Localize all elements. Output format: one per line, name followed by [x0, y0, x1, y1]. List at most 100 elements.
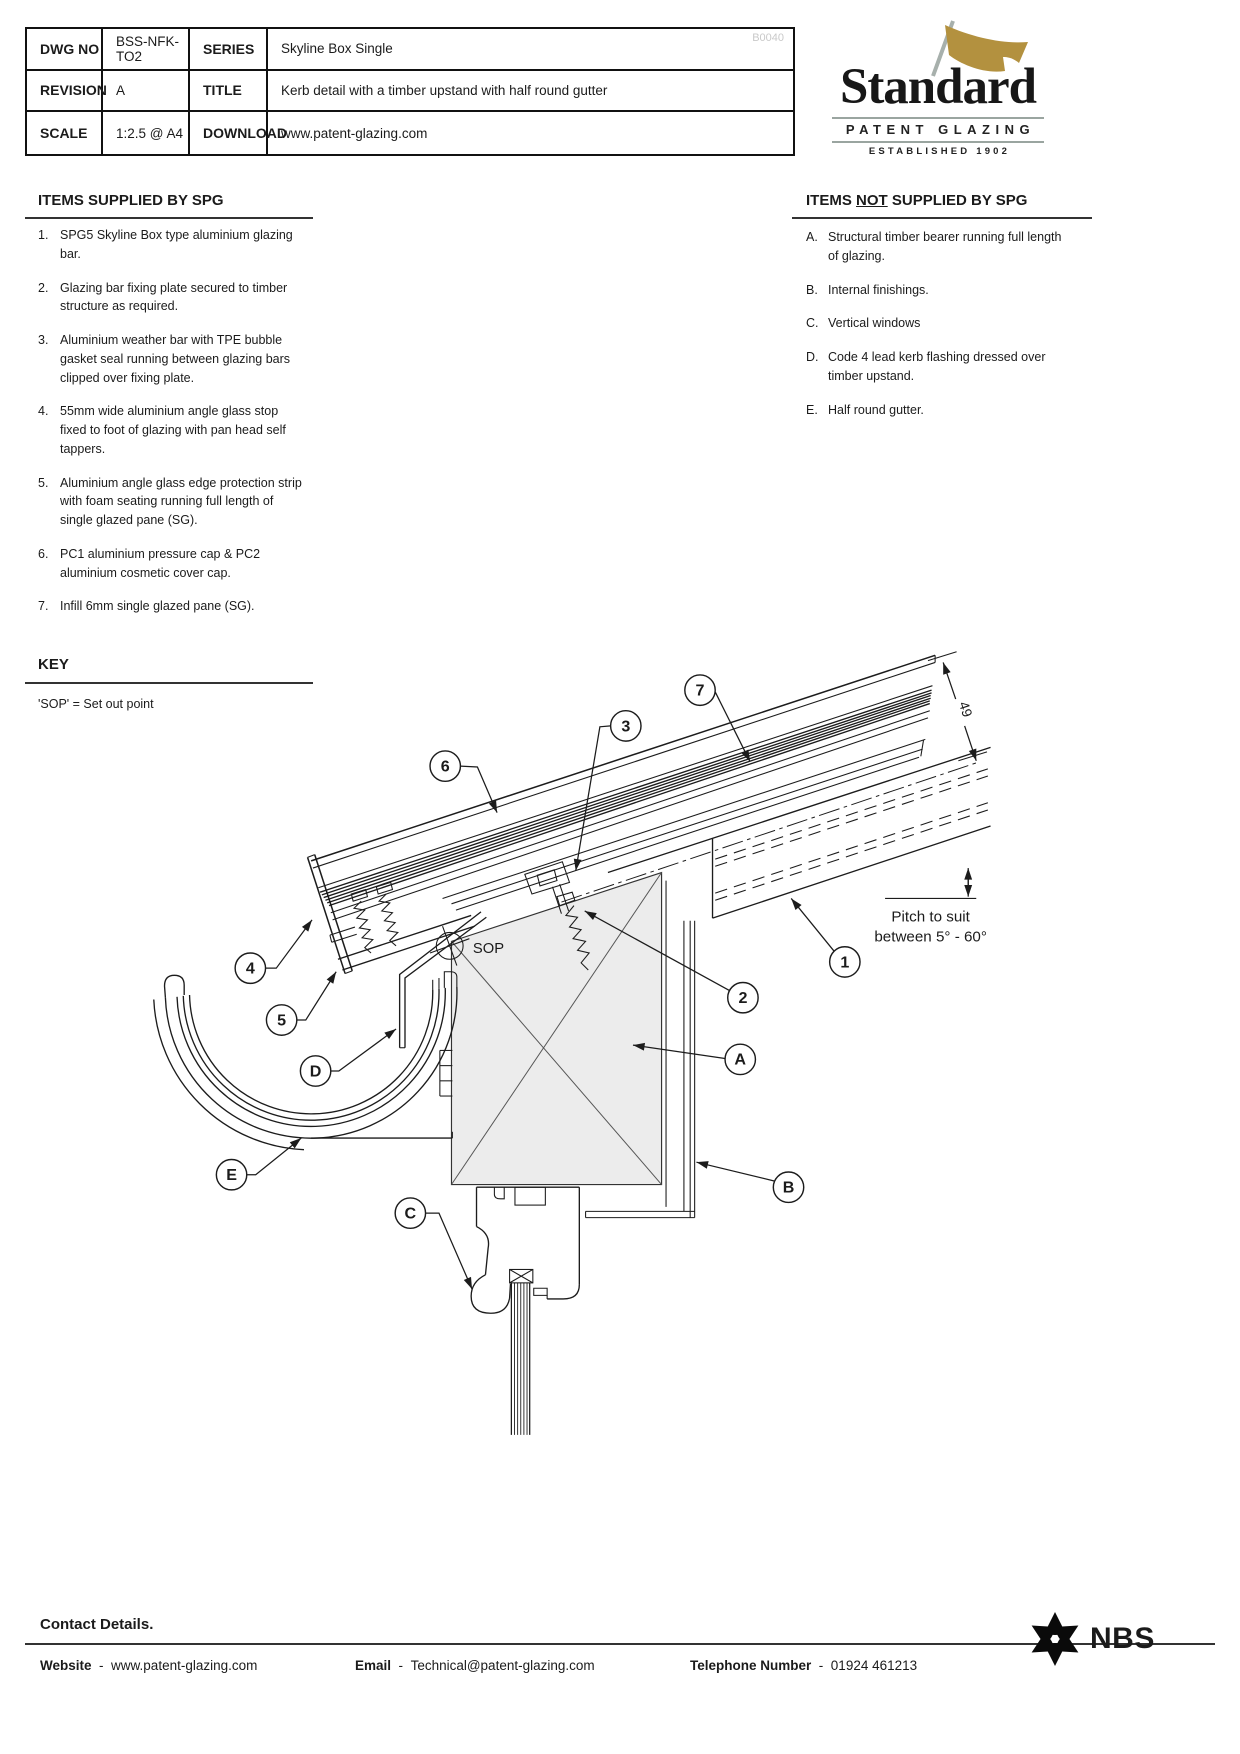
logo-established: ESTABLISHED 1902 — [868, 146, 1011, 157]
leader-arrowhead — [968, 748, 977, 761]
dwg-no-label: DWG NO — [27, 29, 103, 71]
list-item: 3. Aluminium weather bar with TPE bubble … — [38, 331, 302, 387]
list-item-number: 7. — [38, 599, 49, 614]
leader-line — [632, 1044, 726, 1060]
website-label: Website — [40, 1658, 92, 1673]
callout-label-4: 4 — [246, 960, 255, 978]
pitch-annotation: Pitch to suit between 5° - 60° — [874, 897, 987, 945]
leader-arrowhead — [943, 662, 951, 675]
callout-label-6: 6 — [441, 758, 450, 776]
vertical-window — [470, 1186, 580, 1435]
list-item-number: C. — [806, 316, 819, 331]
callout-circle-C — [394, 1197, 427, 1230]
sep: - — [818, 1658, 824, 1673]
dimension-49-label: 49 — [956, 699, 976, 719]
not-supplied-heading-pre: ITEMS — [806, 192, 857, 209]
leader-arrowhead — [741, 749, 751, 762]
list-item: 5. Aluminium angle glass edge protection … — [38, 474, 302, 530]
list-item: 4. 55mm wide aluminium angle glass stop f… — [38, 402, 302, 458]
internal-finishings — [585, 880, 696, 1219]
leader-line — [425, 1212, 473, 1290]
footer-phone: Telephone Number - 01924 461213 — [690, 1658, 917, 1673]
nbs-logo: NBS — [1026, 1608, 1206, 1672]
glazing-bar-assembly — [310, 654, 936, 921]
callout-circle-3 — [609, 710, 642, 742]
scale-value: 1:2.5 @ A4 — [103, 112, 190, 154]
list-item: 6.PC1 aluminium pressure cap & PC2 alumi… — [38, 545, 302, 583]
leader-arrowhead — [584, 910, 597, 921]
list-item-text: Half round gutter. — [828, 402, 924, 417]
callout-label-B: B — [783, 1179, 795, 1197]
not-supplied-list: A.Structural timber bearer running full … — [806, 228, 1074, 434]
callout-label-2: 2 — [738, 989, 747, 1007]
phone-value: 01924 461213 — [830, 1658, 918, 1673]
not-supplied-heading-post: SUPPLIED BY SPG — [887, 192, 1028, 209]
list-item-number: 6. — [38, 546, 49, 561]
leader-arrowhead — [488, 800, 498, 813]
supplied-list: 1.SPG5 Skyline Box type aluminium glazin… — [38, 226, 302, 631]
list-item: E.Half round gutter. — [806, 401, 1074, 420]
list-item-number: 3. — [38, 333, 49, 347]
leader-arrowhead — [326, 971, 337, 984]
callout-label-E: E — [226, 1166, 237, 1184]
callout-circle-A — [724, 1043, 757, 1076]
title-label: TITLE — [190, 70, 268, 113]
list-item-text: 55mm wide aluminium angle glass stop fix… — [60, 404, 286, 456]
fixing-screws — [350, 881, 591, 971]
leader-line — [696, 1161, 775, 1182]
supplied-rule — [25, 217, 313, 219]
callout-circle-1 — [828, 946, 861, 978]
glass-stop-and-protection-strip — [306, 854, 475, 975]
list-item-number: 2. — [38, 280, 49, 295]
leader-line — [584, 910, 730, 992]
sep: - — [99, 1658, 104, 1673]
logo-rule-bottom — [832, 141, 1044, 143]
list-item: 7.Infill 6mm single glazed pane (SG). — [38, 597, 302, 616]
callout-label-7: 7 — [696, 682, 705, 700]
timber-upstand — [450, 871, 663, 1186]
weather-bar-and-fixing-plate — [524, 861, 571, 914]
callout-label-A: A — [734, 1051, 746, 1069]
pitch-note-line1: Pitch to suit — [891, 909, 970, 926]
list-item-text: Aluminium angle glass edge protection st… — [60, 475, 302, 528]
window-glass-pane — [510, 1282, 531, 1435]
title-block-table: DWG NO BSS-NFK-TO2 SERIES Skyline Box Si… — [25, 27, 795, 156]
list-item-number: 4. — [38, 404, 49, 419]
leader-arrowhead — [289, 1138, 302, 1149]
footer-website: Website - www.patent-glazing.com — [40, 1658, 257, 1673]
list-item-text: Aluminium weather bar with TPE bubble ga… — [60, 333, 291, 385]
footer-email: Email - Technical@patent-glazing.com — [355, 1658, 595, 1673]
list-item: 1.SPG5 Skyline Box type aluminium glazin… — [38, 226, 302, 264]
sep: - — [398, 1658, 404, 1673]
list-item-number: 5. — [38, 475, 49, 490]
list-item-number: 1. — [38, 228, 49, 242]
list-item-text: Structural timber bearer running full le… — [828, 230, 1062, 263]
callout-circle-B — [772, 1171, 805, 1204]
email-value: Technical@patent-glazing.com — [410, 1658, 595, 1673]
key-rule — [25, 682, 313, 684]
leader-line — [330, 1028, 397, 1072]
leader-arrowhead — [384, 1028, 397, 1040]
list-item-text: Glazing bar fixing plate secured to timb… — [60, 280, 288, 314]
phone-label: Telephone Number — [690, 1658, 812, 1673]
half-round-gutter — [153, 971, 458, 1151]
callout-label-3: 3 — [621, 717, 630, 735]
list-item-text: Vertical windows — [828, 316, 921, 331]
download-label: DOWNLOAD — [190, 112, 287, 154]
callout-circle-E — [215, 1158, 248, 1191]
list-item: D.Code 4 lead kerb flashing dressed over… — [806, 348, 1074, 386]
leader-arrowhead — [301, 919, 313, 932]
key-sop-note: 'SOP' = Set out point — [38, 697, 154, 711]
website-value: www.patent-glazing.com — [111, 1658, 258, 1673]
callout-circle-5 — [265, 1004, 298, 1036]
scale-label: SCALE — [27, 112, 103, 154]
series-label: SERIES — [190, 29, 268, 71]
leader-arrowhead — [463, 1276, 473, 1290]
logo-flag-icon — [922, 18, 1046, 78]
lead-flashing — [398, 911, 487, 1049]
revision-value: A — [103, 70, 190, 113]
not-supplied-rule — [792, 217, 1092, 219]
company-logo: Standard PATENT GLAZING ESTABLISHED 1902 — [830, 18, 1046, 158]
leader-line — [246, 1137, 302, 1176]
